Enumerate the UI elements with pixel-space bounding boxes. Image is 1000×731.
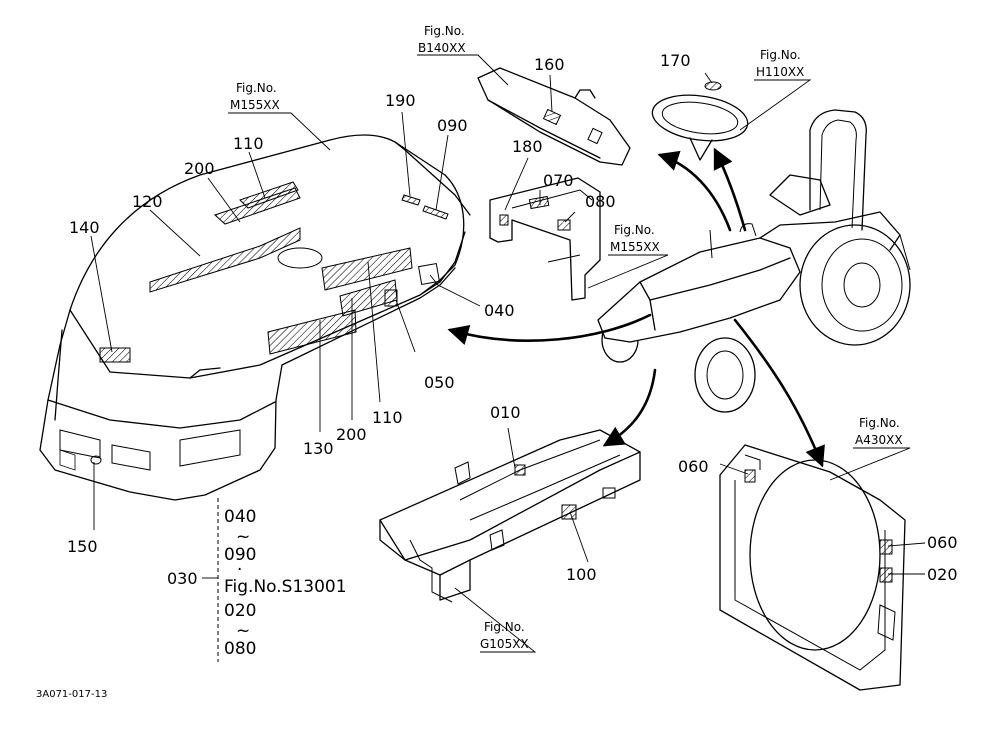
hood-assembly [39, 134, 471, 501]
decal-110-top [239, 181, 299, 209]
leader-lines [90, 54, 926, 662]
figref-m155-hood-l1: Fig.No. [236, 81, 277, 95]
range-figref: Fig.No.S13001 [224, 577, 347, 597]
part-label-090: 090 [437, 116, 468, 135]
arrow-to-panel [657, 150, 732, 232]
inner-panel [489, 177, 601, 301]
part-label-010: 010 [490, 403, 521, 422]
part-label-130: 130 [303, 439, 334, 458]
part-labels: 010 020 030 040 050 060 060 070 080 090 … [67, 51, 958, 588]
range-tilde-1: ~ [236, 527, 250, 547]
hood-decals [99, 181, 449, 363]
range-from-2: 020 [224, 601, 256, 621]
decal-050 [384, 289, 398, 307]
figref-h110-l1: Fig.No. [760, 48, 801, 62]
part-label-040: 040 [484, 301, 515, 320]
part-label-030: 030 [167, 569, 198, 588]
part-label-120: 120 [132, 192, 163, 211]
arrow-to-shroud [733, 318, 825, 468]
decal-140 [99, 347, 131, 363]
arrow-to-hood [447, 313, 652, 345]
part-label-110-top: 110 [233, 134, 264, 153]
part-label-150: 150 [67, 537, 98, 556]
part-label-170: 170 [660, 51, 691, 70]
figure-code: 3A071-017-13 [36, 689, 107, 700]
part-label-200-side: 200 [336, 425, 367, 444]
range-note: 040 ~ 090 · Fig.No.S13001 020 ~ 080 [224, 507, 347, 659]
part-label-060-left: 060 [678, 457, 709, 476]
part-label-180: 180 [512, 137, 543, 156]
arrow-to-wheel [713, 147, 747, 232]
radiator-shroud [719, 444, 906, 691]
figref-g105-l1: Fig.No. [484, 620, 525, 634]
part-label-190: 190 [385, 91, 416, 110]
decal-090 [422, 205, 449, 220]
part-label-140: 140 [69, 218, 100, 237]
part-label-160: 160 [534, 55, 565, 74]
figref-h110-l2: H110XX [756, 65, 804, 79]
part-label-200-top: 200 [184, 159, 215, 178]
decal-130 [267, 309, 357, 355]
part-label-110-side: 110 [372, 408, 403, 427]
decal-190 [401, 194, 421, 206]
figref-a430-l2: A430XX [855, 433, 903, 447]
tractor-illustration [597, 109, 911, 413]
flow-arrows [447, 147, 825, 468]
figref-g105-l2: G105XX [480, 637, 529, 651]
figref-b140-l1: Fig.No. [424, 24, 465, 38]
range-to-2: 080 [224, 639, 256, 659]
part-label-020: 020 [927, 565, 958, 584]
range-dot: · [237, 560, 242, 580]
frame-assembly [379, 429, 641, 603]
steering-wheel [651, 81, 749, 161]
range-to-1: 090 [224, 545, 256, 565]
figref-m155-hood-l2: M155XX [230, 98, 280, 112]
part-label-100: 100 [566, 565, 597, 584]
part-label-050: 050 [424, 373, 455, 392]
dash-panel [477, 67, 631, 166]
figref-a430-l1: Fig.No. [859, 416, 900, 430]
figref-b140-l2: B140XX [418, 41, 466, 55]
arrow-to-frame [602, 368, 657, 447]
range-tilde-2: ~ [236, 621, 250, 641]
decal-120 [149, 227, 301, 293]
figref-m155-panel-l2: M155XX [610, 240, 660, 254]
range-from-1: 040 [224, 507, 256, 527]
part-label-070: 070 [543, 171, 574, 190]
part-label-080: 080 [585, 192, 616, 211]
decal-200-side [321, 247, 413, 291]
part-label-060-right: 060 [927, 533, 958, 552]
figure-references: Fig.No. M155XX Fig.No. B140XX Fig.No. H1… [230, 24, 903, 651]
figref-m155-panel-l1: Fig.No. [614, 223, 655, 237]
